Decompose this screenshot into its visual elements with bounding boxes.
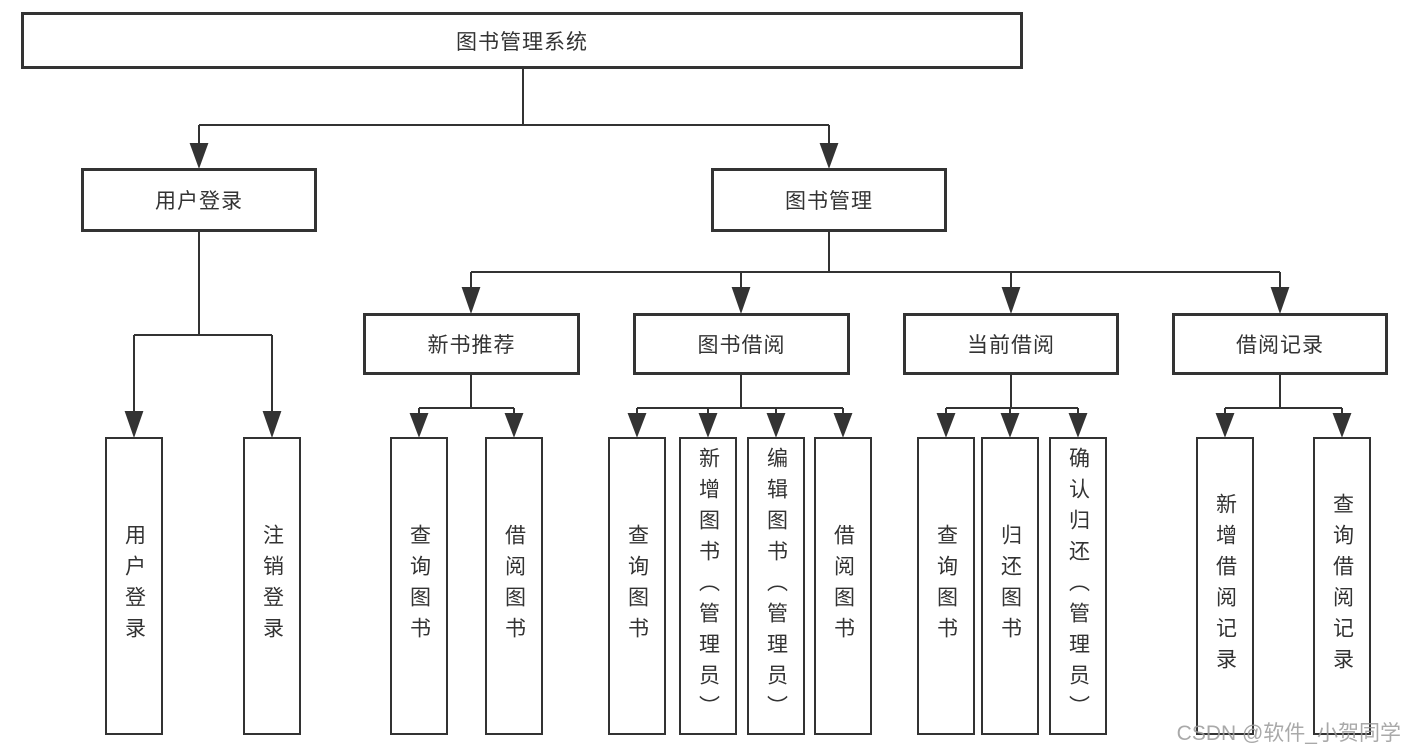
node-root-label: 图书管理系统	[456, 30, 588, 54]
leaf-query-books-borrowing: 查询图书	[608, 437, 666, 735]
leaf-logout: 注销登录	[243, 437, 301, 735]
leaf-query-books-current-label: 查询图书	[934, 524, 958, 648]
node-user-login: 用户登录	[81, 168, 317, 232]
leaf-add-books-admin: 新增图书（管理员）	[679, 437, 737, 735]
connector-root-to-level2	[189, 69, 839, 169]
leaf-add-books-admin-label: 新增图书（管理员）	[696, 446, 720, 726]
leaf-confirm-return-admin-label: 确认归还（管理员）	[1066, 446, 1090, 726]
leaf-edit-books-admin-label: 编辑图书（管理员）	[764, 446, 788, 726]
node-new-book-recommendation-label: 新书推荐	[427, 334, 516, 357]
leaf-query-books-current: 查询图书	[917, 437, 975, 735]
leaf-borrow-books-recommend-label: 借阅图书	[502, 524, 526, 648]
leaf-query-borrow-record: 查询借阅记录	[1313, 437, 1371, 735]
node-current-borrowing: 当前借阅	[903, 313, 1119, 375]
leaf-user-login: 用户登录	[105, 437, 163, 735]
leaf-borrow-books-borrowing-label: 借阅图书	[831, 524, 855, 648]
connector-book-mgmt-to-level3	[461, 232, 1290, 315]
node-user-login-label: 用户登录	[155, 190, 243, 213]
csdn-watermark: CSDN @软件_小贺同学	[1176, 722, 1401, 745]
leaf-return-books: 归还图书	[981, 437, 1039, 735]
leaf-user-login-label: 用户登录	[122, 524, 146, 648]
node-book-management: 图书管理	[711, 168, 947, 232]
leaf-query-books-recommend-label: 查询图书	[407, 524, 431, 648]
node-current-borrowing-label: 当前借阅	[967, 334, 1055, 357]
leaf-add-borrow-record-label: 新增借阅记录	[1213, 493, 1237, 679]
leaf-logout-label: 注销登录	[260, 524, 284, 648]
connector-new-book-rec-to-leaves	[409, 375, 524, 438]
node-borrowing-records-label: 借阅记录	[1236, 334, 1324, 357]
node-book-borrowing-label: 图书借阅	[697, 334, 786, 357]
leaf-confirm-return-admin: 确认归还（管理员）	[1049, 437, 1107, 735]
node-book-management-label: 图书管理	[785, 190, 873, 213]
leaf-query-borrow-record-label: 查询借阅记录	[1330, 493, 1354, 679]
leaf-edit-books-admin: 编辑图书（管理员）	[747, 437, 805, 735]
connector-current-borrow-to-leaves	[936, 375, 1088, 438]
node-root-system: 图书管理系统	[21, 12, 1023, 69]
connector-book-borrow-to-leaves	[627, 375, 853, 438]
connector-borrow-record-to-leaves	[1215, 375, 1352, 438]
connector-user-login-to-leaves	[124, 232, 282, 439]
leaf-borrow-books-borrowing: 借阅图书	[814, 437, 872, 735]
node-borrowing-records: 借阅记录	[1172, 313, 1388, 375]
leaf-query-books-recommend: 查询图书	[390, 437, 448, 735]
leaf-add-borrow-record: 新增借阅记录	[1196, 437, 1254, 735]
leaf-query-books-borrowing-label: 查询图书	[625, 524, 649, 648]
node-new-book-recommendation: 新书推荐	[363, 313, 580, 375]
node-book-borrowing: 图书借阅	[633, 313, 850, 375]
leaf-return-books-label: 归还图书	[998, 524, 1022, 648]
leaf-borrow-books-recommend: 借阅图书	[485, 437, 543, 735]
